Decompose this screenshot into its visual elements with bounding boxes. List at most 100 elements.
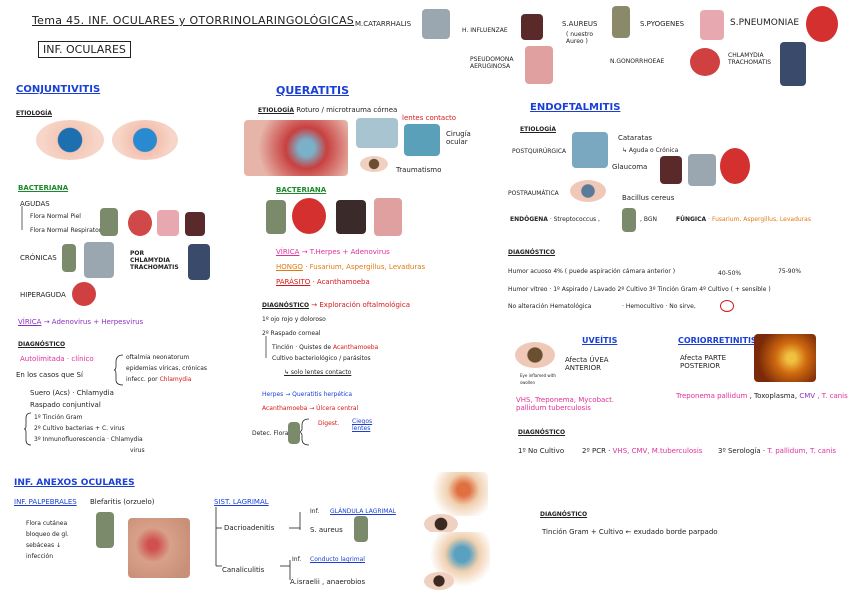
uv-d3-pink: T. pallidum, T. canis [767,447,837,455]
s-pyogenes-icon [700,10,724,40]
conj-casos-3b: Chlamydia [159,376,192,383]
cirugia-image [404,124,440,156]
anexos-flora: Flora cutánea bloqueo de gl. sebáceas ↓ … [26,520,69,560]
uv-d3: 3º Serología · [718,447,766,455]
quer-cirugia: Cirugía ocular [446,130,471,146]
lentes-image [356,118,398,148]
orzuelo-image [128,518,190,578]
endo-pct1: 40-50% [718,270,742,277]
uveitis-eye [515,342,555,368]
quer-digest: Digest. [318,420,340,427]
conj-suero: Suero (Acs) · Chlamydia [30,389,114,397]
endo-etiologia: ETIOLOGÍA [520,126,557,133]
anexos-blefaritis: Blefaritis (orzuelo) [90,498,155,506]
quer-traumatismo: Traumatismo [396,166,442,174]
endo-endogena-text: · Streptococcus , [549,216,600,223]
uveitis-afecta: Afecta ÚVEA ANTERIOR [565,356,609,372]
anexos-palpebrales: INF. PALPEBRALES [14,498,77,506]
quer-hongo-row: HONGO · Fusarium, Aspergillus, Levaduras [276,263,425,271]
uv-d2-row: 2º PCR · VHS, CMV, M.tuberculosis [582,447,702,455]
s-aureus-icon [612,6,630,38]
uveitis-eye-caption: Eye inflamed with swollen [520,373,556,385]
s-aureus-label: S.AUREUS [562,20,598,28]
quer-d2b: Cultivo bacteriológico / parásitos [272,355,371,362]
traumatismo-image [360,156,388,172]
n-gonorrhoeae-label: N.GONORRHOEAE [610,58,665,65]
quer-ciegos: Ciegos lentes [352,418,373,432]
quer-parasito: PARÁSITO [276,278,311,286]
endo-humor-acuoso: Humor acuoso 4% ( puede aspiración cámar… [508,268,676,275]
endo-pct2: 75-90% [778,268,802,275]
quer-hongo-text: · Fusarium, Aspergillus, Levaduras [305,263,426,271]
palpebral-icon [96,512,114,548]
quer-parasito-text: · Acanthamoeba [312,278,370,286]
canal-eye [424,572,454,590]
quer-d2: 2º Raspado corneal [262,330,321,337]
chlamydia-icon [780,42,806,86]
anexos-saureus: S. aureus [310,526,343,534]
coriorretinitis-title: CORIORRETINITIS [678,336,757,345]
eye-bacterial-image [36,120,104,160]
quer-herpes: Herpes → Queratitis herpética [262,391,353,398]
quer-d1: 1º ojo rojo y doloroso [262,316,326,323]
endo-postraumatica: POSTRAUMÁTICA [508,190,559,197]
agudas-icon-3 [157,210,179,236]
quer-parasito-row: PARÁSITO · Acanthamoeba [276,278,370,286]
hiperaguda-icon [72,282,96,306]
retina-image [754,334,816,382]
endo-cataratas: Cataratas [618,134,653,142]
quer-hongo: HONGO [276,263,303,271]
quer-virica: VÍRICA [276,248,300,256]
conj-etiologia: ETIOLOGÍA [16,110,53,117]
corio-tcanis: , T. canis [817,392,848,400]
endo-humor-vitreo: Humor vítreo · 1º Aspirado / Lavado 2º C… [508,286,771,293]
endo-endogena: ENDÓGENA [510,216,548,223]
endoftalmitis-title: ENDOFTALMITIS [530,102,621,113]
conj-casos-3: infecc. por [126,376,158,383]
agudas-icon-1 [100,208,118,236]
endo-fungica-text: · Fusarium, Aspergillus, Levaduras [708,216,811,223]
chlamydia-label: CHLAMYDIA TRACHOMATIS [728,52,772,66]
section-title: INF. OCULARES [38,41,131,58]
endo-bgn: , BGN [640,216,657,223]
cronicas-icon-2 [84,242,114,278]
n-gonorrhoeae-icon [690,48,720,76]
uv-diagnostico: DIAGNÓSTICO [518,429,566,436]
m-catarrhalis-label: M.CATARRHALIS [355,20,412,28]
uv-d2-pink: VHS, CMV, M.tuberculosis [612,447,703,455]
conj-casos-que-si: En los casos que Sí [16,371,83,379]
page-title: Tema 45. INF. OCULARES y OTORRINOLARINGO… [32,14,355,27]
gland-eye [424,514,458,534]
quer-bact-icon-3 [336,200,366,234]
conj-raspado: Raspado conjuntival [30,401,101,409]
endo-fungica-row: FÚNGICA · Fusarium, Aspergillus, Levadur… [676,216,811,223]
corio-afecta: Afecta PARTE POSTERIOR [680,354,727,370]
postraumatica-eye [570,180,606,202]
quer-diag-arrow: → Exploración oftalmológica [311,301,410,309]
anexos-lagrimal: SIST. LAGRIMAL [214,498,269,506]
anexos-diag-title: DIAGNÓSTICO [540,511,588,518]
s-aureus-note: ( nuestro Aureo ) [566,31,594,45]
anexos-canaliculitis: Canaliculitis [222,566,265,574]
endo-aguda-cronica: ↳ Aguda o Crónica [622,147,679,154]
anexos-conducto: Conducto lagrimal [310,556,365,563]
quer-diagnostico: DIAGNÓSTICO [262,302,310,309]
m-catarrhalis-icon [422,9,450,39]
anexos-inf: Inf. [310,508,320,515]
quer-diag-row: DIAGNÓSTICO → Exploración oftalmológica [262,301,410,310]
endo-glaucoma: Glaucoma [612,163,648,171]
conj-virica-row: VÍRICA → Adenovirus + Herpesvirus [18,318,143,326]
endo-no-alteracion: No alteración Hematológica [508,303,592,310]
quer-virica-text: → T.Herpes + Adenovirus [301,248,390,256]
quer-d2c: ↳ solo lentes contacto [284,369,352,376]
anexos-inf-2: Inf. [292,556,302,563]
casos-brace [113,354,124,386]
uv-d3-row: 3º Serología · T. pallidum, T. canis [718,447,836,455]
agudas-icon-2 [128,210,152,236]
h-influenzae-icon [521,14,543,40]
quer-lentes: lentes contacto [402,114,457,122]
endo-icon-2 [688,154,716,186]
corio-agents-dark: , Toxoplasma, [749,392,798,400]
quer-bact-icon-2 [292,198,326,234]
